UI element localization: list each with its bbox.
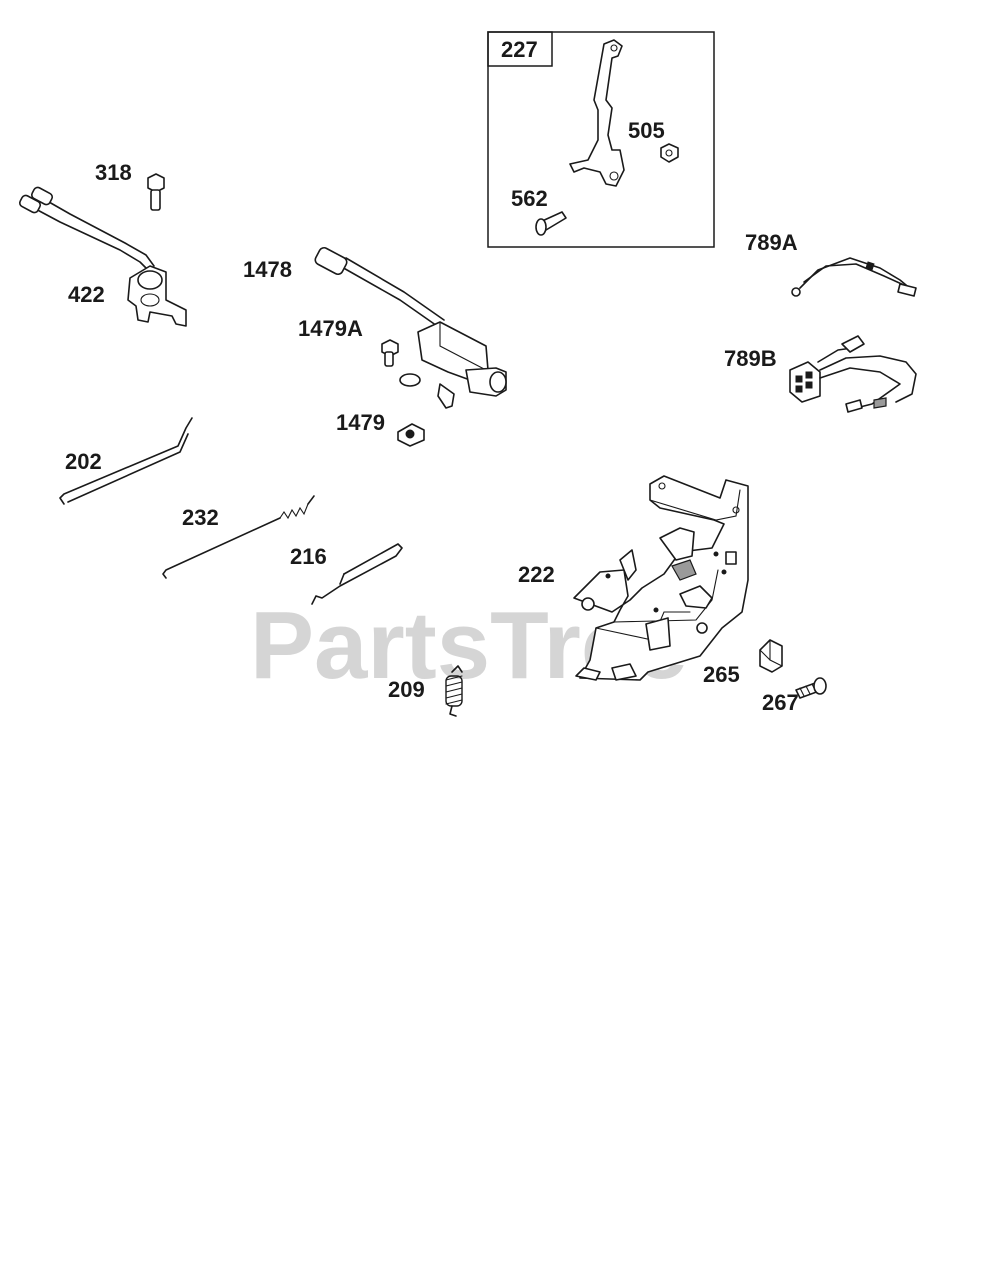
nut-505-hole: [665, 149, 673, 157]
pin-562-head: [535, 218, 547, 236]
part-789A-shape[interactable]: [791, 257, 917, 297]
part-label-227[interactable]: 227: [501, 37, 538, 62]
part-label-216[interactable]: 216: [290, 544, 327, 569]
part-label-1479A[interactable]: 1479A: [298, 316, 363, 341]
part-1479A-shape[interactable]: [381, 339, 399, 367]
part-1478-shape[interactable]: [314, 246, 507, 409]
part-1479-shape[interactable]: [397, 423, 425, 447]
part-227-group[interactable]: [487, 31, 715, 248]
throttle-lever-shape: [569, 39, 625, 187]
part-label-222[interactable]: 222: [518, 562, 555, 587]
part-216-shape[interactable]: [311, 543, 403, 605]
part-label-318[interactable]: 318: [95, 160, 132, 185]
lever-hole: [610, 44, 618, 52]
part-222-shape[interactable]: [573, 475, 749, 681]
part-label-209[interactable]: 209: [388, 677, 425, 702]
part-label-202[interactable]: 202: [65, 449, 102, 474]
part-318-shape[interactable]: [147, 173, 165, 211]
part-label-267[interactable]: 267: [762, 690, 799, 715]
part-209-shape[interactable]: [445, 665, 463, 717]
part-label-562[interactable]: 562: [511, 186, 548, 211]
part-label-232[interactable]: 232: [182, 505, 219, 530]
part-label-789A[interactable]: 789A: [745, 230, 798, 255]
part-label-422[interactable]: 422: [68, 282, 105, 307]
part-label-1479[interactable]: 1479: [336, 410, 385, 435]
part-label-505[interactable]: 505: [628, 118, 665, 143]
nut-505-shape: [660, 143, 679, 163]
part-227-label-box: [487, 31, 553, 67]
part-label-265[interactable]: 265: [703, 662, 740, 687]
part-789B-shape[interactable]: [789, 335, 917, 413]
part-265-shape[interactable]: [759, 639, 783, 673]
part-227-box: [487, 31, 715, 248]
lever-pivot-hole: [609, 171, 619, 181]
part-202-shape[interactable]: [59, 417, 193, 505]
part-label-1478[interactable]: 1478: [243, 257, 292, 282]
part-label-789B[interactable]: 789B: [724, 346, 777, 371]
part-422-shape[interactable]: [18, 186, 187, 327]
part-267-shape[interactable]: [795, 677, 827, 699]
part-232-shape[interactable]: [162, 495, 315, 579]
